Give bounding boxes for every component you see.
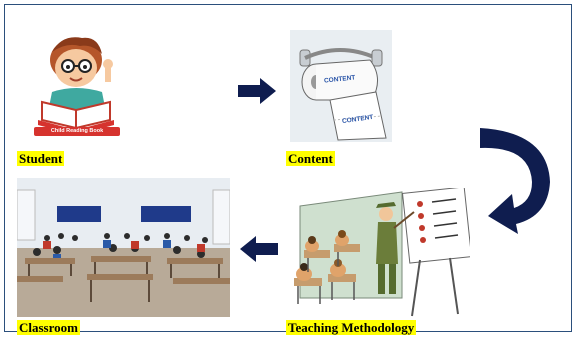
label-content: Content xyxy=(286,151,335,166)
teacher-class-illustration-icon xyxy=(294,188,470,317)
classroom-photo-icon xyxy=(17,178,230,317)
book-caption-banner: Child Reading Book xyxy=(34,127,120,136)
label-student: Student xyxy=(17,151,65,166)
toilet-roll-content-icon xyxy=(290,30,392,142)
curved-arrow-icon xyxy=(480,128,550,234)
arrow-left-icon xyxy=(240,236,278,262)
student-reading-icon xyxy=(38,37,114,135)
arrow-right-icon xyxy=(238,78,276,104)
label-classroom: Classroom xyxy=(17,320,80,335)
label-teaching-methodology: Teaching Methodology xyxy=(286,320,417,335)
